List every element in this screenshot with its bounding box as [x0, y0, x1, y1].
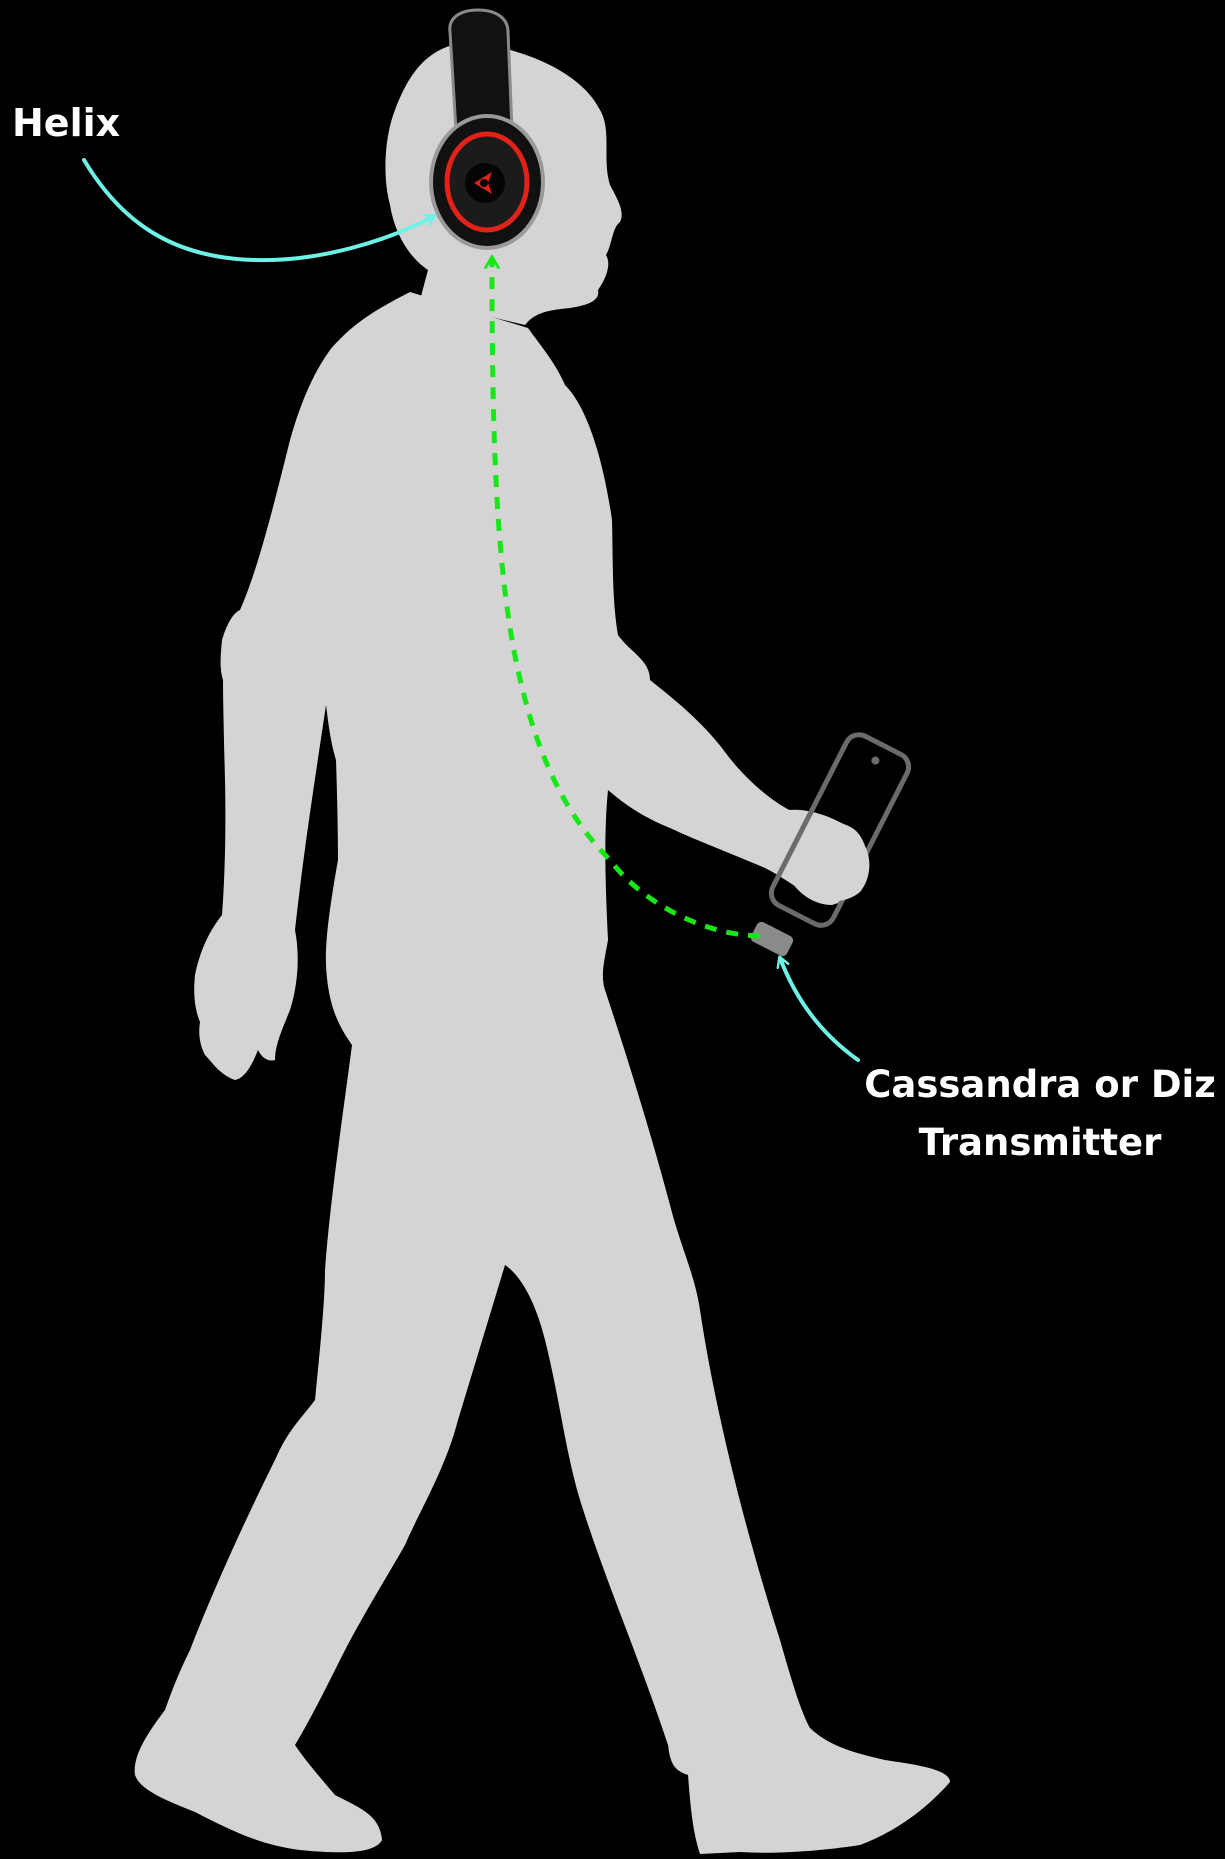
transmitter-dongle-icon	[749, 920, 795, 958]
transmitter-label-line1: Cassandra or Diz	[862, 1056, 1218, 1114]
helix-annotation-arrow	[84, 160, 434, 260]
headphone-label: Helix	[12, 94, 120, 152]
transmitter-label: Cassandra or Diz Transmitter	[862, 1056, 1218, 1172]
person-fingers	[806, 821, 870, 901]
person-body	[135, 292, 950, 1854]
walking-person-silhouette	[135, 42, 950, 1854]
transmitter-label-line2: Transmitter	[862, 1114, 1218, 1172]
transmitter-annotation-arrow	[780, 958, 858, 1060]
